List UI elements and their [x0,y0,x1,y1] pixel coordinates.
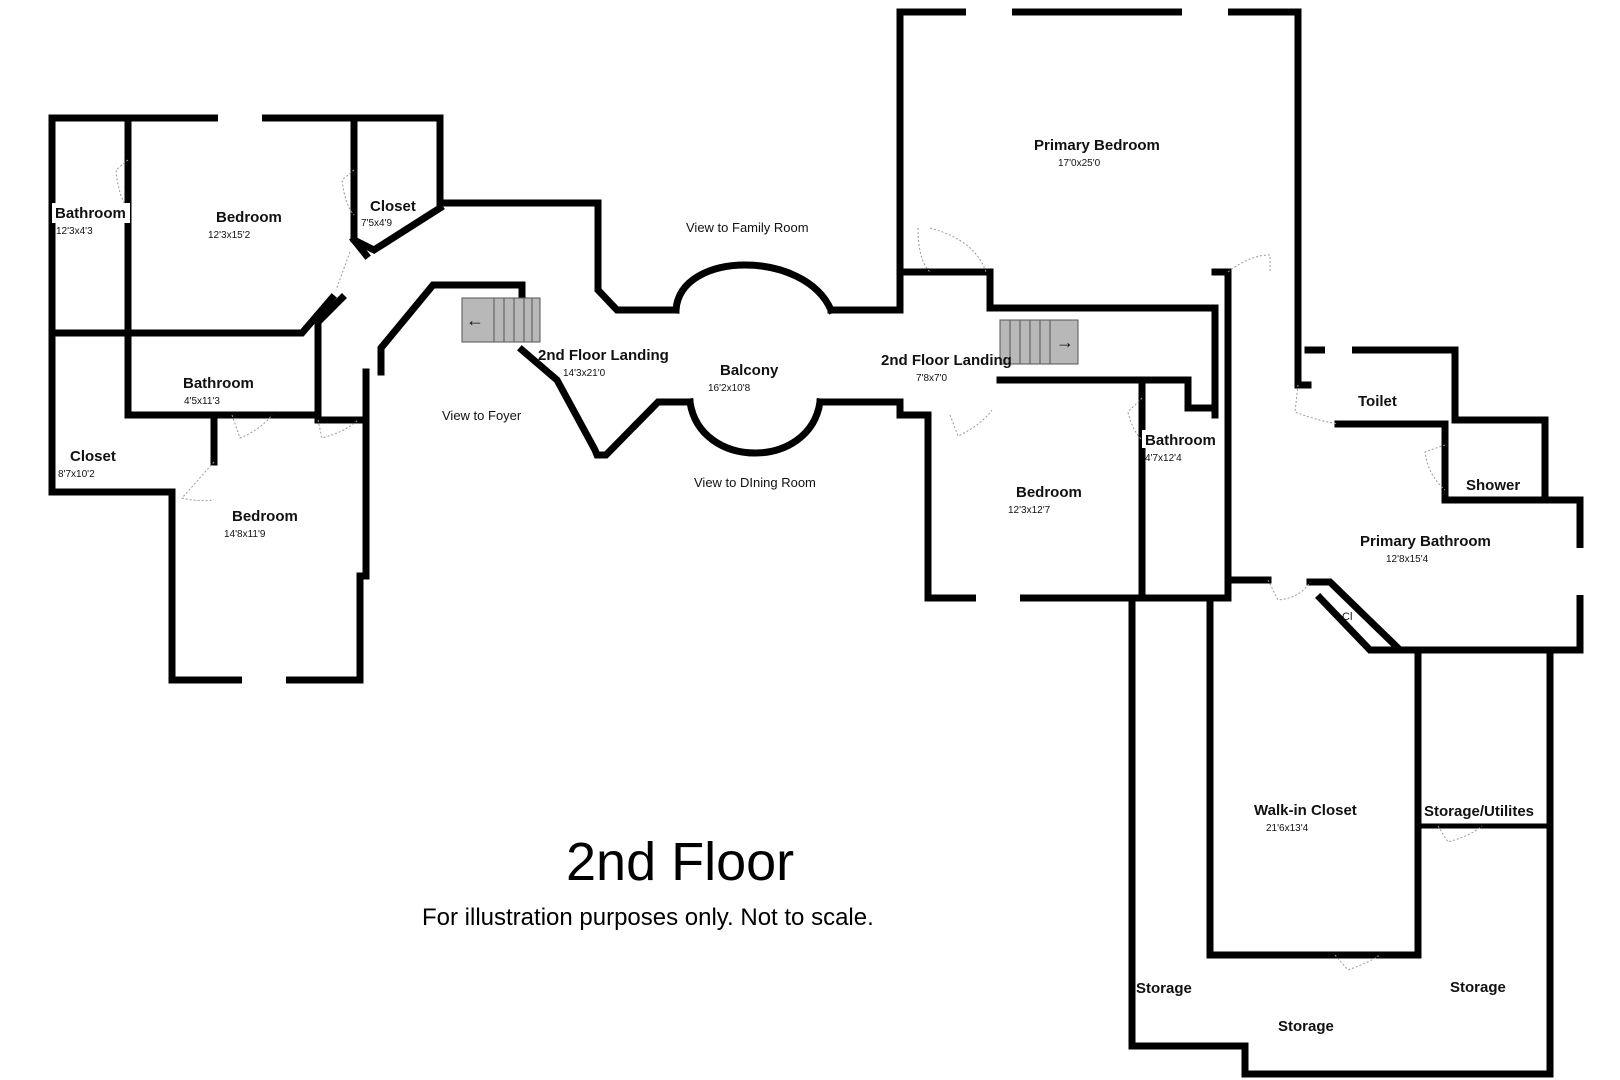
view-foyer: View to Foyer [442,408,522,423]
room-name-landing-w: 2nd Floor Landing [538,347,669,364]
door-swing [335,251,351,291]
room-name-storage-left: Storage [1136,980,1192,997]
room-dims-bedroom-sw: 14'8x11'9 [224,529,266,540]
wall-walkin [1206,600,1422,959]
view-notes: View to Family Room View to Foyer View t… [442,220,816,490]
wall-storage-outer [1128,600,1554,1078]
room-dims-bedroom-e: 12'3x12'7 [1008,505,1051,516]
room-name-primary-bedroom: Primary Bedroom [1034,137,1160,154]
wall-balcony-right [827,268,1219,419]
room-name-storage-mid: Storage [1278,1018,1334,1035]
stairs-arrow-left: ← [466,310,484,330]
wall-bathroom-w [124,329,322,419]
view-family-room: View to Family Room [686,220,809,235]
wall-closet-w [48,331,370,684]
room-labels: Bathroom 12'3x4'3 Bedroom 12'3x15'2 Clos… [52,137,1534,1035]
wall-toilet [1304,346,1584,654]
wall-west-wing-top [48,114,444,207]
wall-nw-bedroom-bottom [48,293,337,337]
walls [48,8,1584,1078]
room-dims-bathroom-w: 4'5x11'3 [184,396,220,407]
room-dims-closet-w: 8'7x10'2 [58,469,95,480]
door-swing [929,227,987,273]
page-title: 2nd Floor [566,832,794,892]
wall-closet-nw-edge [349,235,371,260]
door-swing [1294,384,1339,425]
label-bg [1142,430,1220,448]
stairs-west: ← [461,297,541,343]
wall-primary-bath-top [1294,268,1312,389]
room-name-bedroom-sw: Bedroom [232,508,298,525]
page-subtitle: For illustration purposes only. Not to s… [422,904,874,931]
wall-balcony-top-arc [672,261,836,315]
door-swing [1127,397,1143,441]
room-name-bathroom-e: Bathroom [1145,432,1216,449]
windows [218,7,1585,685]
room-name-closet-nw: Closet [370,198,416,215]
wall-corridor-stub [313,293,347,327]
door-swing [317,419,359,439]
room-dims-balcony: 16'2x10'8 [708,383,751,394]
room-name-storage-right: Storage [1450,979,1506,996]
room-dims-landing-w: 14'3x21'0 [563,368,606,379]
door-swing [1424,444,1446,491]
label-bg [52,203,130,223]
room-name-storage-utilities: Storage/Utilites [1424,803,1534,820]
wall-bedroom-e-top [996,376,1219,412]
door-swing [1267,579,1311,601]
wall-primary-bedroom-right [1211,268,1232,300]
door-swing [181,461,215,502]
stairs-east: → [999,319,1079,365]
door-swing [1334,954,1381,971]
room-dims-bedroom-nw: 12'3x15'2 [208,230,251,241]
door-swing [1227,254,1271,273]
wall-toilet-bottom [1334,420,1449,504]
room-dims-bathroom-nw: 12'3x4'3 [56,226,93,237]
wall-corridor-top [436,199,680,314]
door-swing [231,414,273,439]
wall-balcony-right-bottom [816,398,932,602]
door-swing [949,409,993,437]
room-dims-bathroom-e: 4'7x12'4 [1145,453,1182,464]
room-name-bathroom-w: Bathroom [183,375,254,392]
room-name-walkin-closet: Walk-in Closet [1254,802,1357,819]
room-dims-walkin-closet: 21'6x13'4 [1266,823,1309,834]
room-name-cl: Cl [1342,611,1352,623]
room-name-balcony: Balcony [720,362,779,379]
room-dims-landing-e: 7'8x7'0 [916,373,948,384]
room-name-landing-e: 2nd Floor Landing [881,352,1012,369]
room-name-closet-w: Closet [70,448,116,465]
view-dining-room: View to DIning Room [694,475,816,490]
door-swing [917,227,931,273]
wall-cl [1306,578,1409,654]
wall-landing-w-bottom [517,345,694,459]
room-dims-primary-bedroom: 17'0x25'0 [1058,158,1101,169]
wall-corridor-inner [377,281,526,376]
room-dims-closet-nw: 7'5x4'9 [361,218,393,229]
wall-closet-nw [350,118,445,255]
room-name-bathroom-nw: Bathroom [55,205,126,222]
room-name-toilet: Toilet [1358,393,1397,410]
room-name-shower: Shower [1466,477,1520,494]
wall-balcony-bottom-arc [686,398,824,457]
room-dims-primary-bathroom: 12'8x15'4 [1386,554,1429,565]
room-name-bedroom-e: Bedroom [1016,484,1082,501]
room-name-primary-bathroom: Primary Bathroom [1360,533,1491,550]
wall-primary-bedroom [896,8,1302,276]
room-name-bedroom-nw: Bedroom [216,209,282,226]
wall-bedroom-e-bottom [924,292,1232,602]
stairs-arrow-right: → [1056,332,1074,352]
door-swing [1437,825,1483,843]
